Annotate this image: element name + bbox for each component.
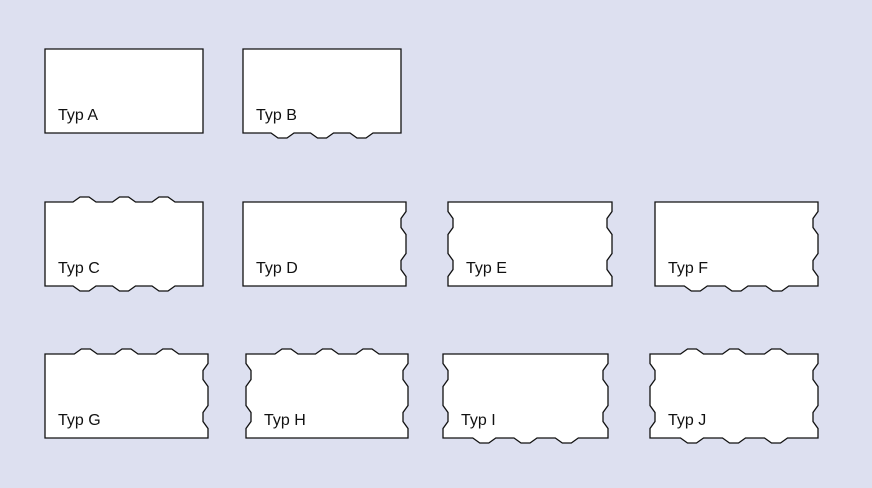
shape-outline — [649, 348, 819, 444]
shape-label: Typ H — [264, 412, 306, 429]
shape-outline — [242, 201, 407, 287]
shape-typ-g: Typ G — [44, 348, 209, 439]
shape-typ-a: Typ A — [44, 48, 204, 134]
shape-outline — [44, 348, 209, 439]
shape-layer: Typ A Typ B Typ C Typ D Typ E Typ F Typ G Typ H… — [44, 48, 819, 444]
shape-label: Typ F — [668, 260, 708, 277]
shape-outline — [245, 348, 409, 439]
shape-label: Typ I — [461, 412, 496, 429]
shape-label: Typ C — [58, 260, 100, 277]
shape-label: Typ D — [256, 260, 298, 277]
shape-typ-j: Typ J — [649, 348, 819, 444]
shape-typ-f: Typ F — [654, 201, 819, 292]
shape-typ-c: Typ C — [44, 196, 204, 292]
shape-label: Typ G — [58, 412, 101, 429]
shape-label: Typ A — [58, 107, 98, 124]
shape-outline — [442, 353, 609, 444]
shape-outline — [447, 201, 613, 287]
shape-typ-i: Typ I — [442, 353, 609, 444]
shape-label: Typ E — [466, 260, 507, 277]
shape-outline — [44, 48, 204, 134]
shape-label: Typ B — [256, 107, 297, 124]
shape-outline — [44, 196, 204, 292]
shape-typ-b: Typ B — [242, 48, 402, 139]
shape-typ-e: Typ E — [447, 201, 613, 287]
shape-label: Typ J — [668, 412, 706, 429]
shape-typ-d: Typ D — [242, 201, 407, 287]
shape-typ-h: Typ H — [245, 348, 409, 439]
shape-outline — [242, 48, 402, 139]
shape-outline — [654, 201, 819, 292]
